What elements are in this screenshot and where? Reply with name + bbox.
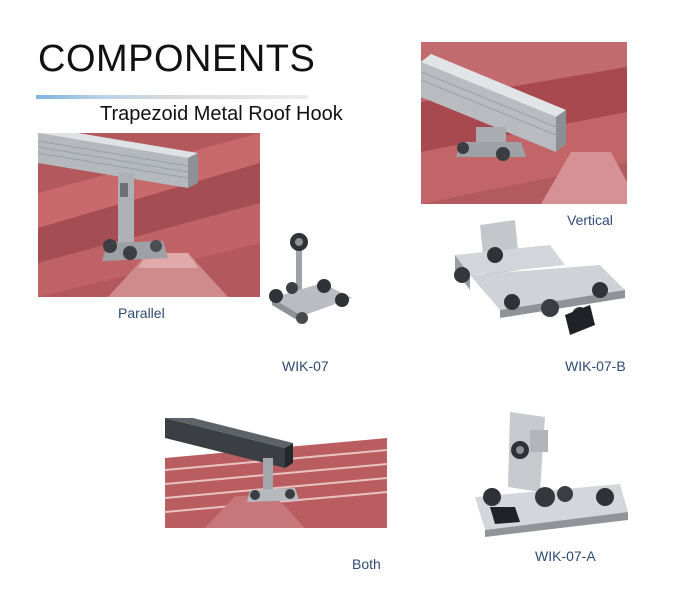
vertical-mount-photo	[421, 42, 627, 204]
wik07b-product-photo	[440, 220, 630, 340]
caption-wik07b: WIK-07-B	[565, 358, 626, 374]
title-underline	[36, 95, 308, 99]
caption-vertical: Vertical	[567, 212, 613, 228]
caption-both: Both	[352, 556, 381, 572]
parallel-mount-photo	[38, 133, 260, 297]
wik07a-product-photo	[470, 412, 630, 537]
caption-wik07a: WIK-07-A	[535, 548, 596, 564]
wik07-product-photo	[262, 228, 362, 338]
page-subtitle: Trapezoid Metal Roof Hook	[100, 103, 343, 125]
caption-parallel: Parallel	[118, 305, 165, 321]
caption-wik07: WIK-07	[282, 358, 329, 374]
page-title: COMPONENTS	[38, 38, 316, 80]
both-mount-photo	[165, 418, 387, 528]
